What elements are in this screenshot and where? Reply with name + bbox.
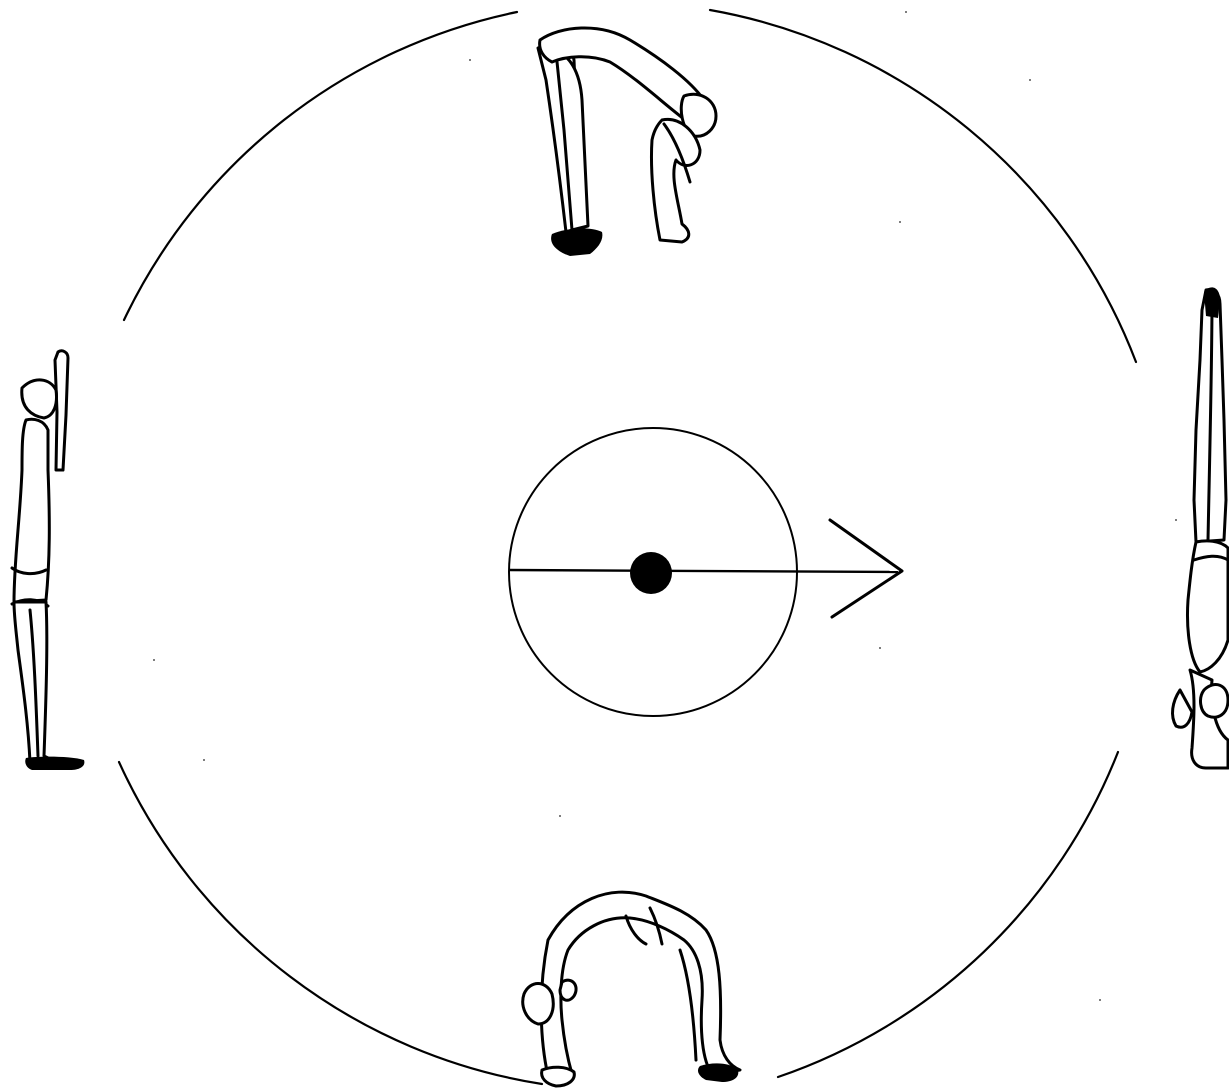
bridge-hair — [560, 980, 576, 1000]
back-bridge-figure-icon — [523, 892, 740, 1086]
bridge-leg-split — [680, 950, 696, 1060]
speckle — [1175, 519, 1177, 521]
bend-feet — [551, 228, 602, 256]
outer-arc-top-left — [124, 12, 517, 320]
handstand-hair — [1173, 690, 1192, 727]
standing-feet — [25, 757, 84, 770]
bridge-hands — [542, 1067, 575, 1086]
speckle — [899, 221, 901, 223]
target-circle-icon — [509, 428, 898, 716]
speckle — [1029, 79, 1031, 81]
center-axis-line — [509, 570, 898, 572]
forward-bend-figure-icon — [538, 28, 716, 256]
outer-arc-bottom-left — [119, 762, 542, 1084]
handstand-figure-icon — [1173, 287, 1228, 768]
center-dot — [630, 552, 672, 594]
speckle — [879, 647, 881, 649]
speckle — [559, 815, 561, 817]
speckle — [203, 759, 205, 761]
speckle — [469, 59, 471, 61]
speckle — [1099, 999, 1101, 1001]
right-arrow-icon — [830, 520, 902, 617]
standing-head — [22, 380, 57, 418]
outer-arc-bottom-right — [778, 752, 1118, 1077]
bridge-head — [523, 984, 553, 1025]
speckle — [153, 659, 155, 661]
standing-legs — [14, 602, 52, 762]
bend-arm — [651, 119, 700, 242]
outer-arc-top-right — [710, 10, 1136, 362]
handstand-feet — [1204, 287, 1220, 318]
handstand-head — [1201, 685, 1228, 718]
standing-arm — [55, 351, 68, 470]
speckle — [905, 11, 907, 13]
standing-arms-raised-figure-icon — [12, 351, 84, 770]
